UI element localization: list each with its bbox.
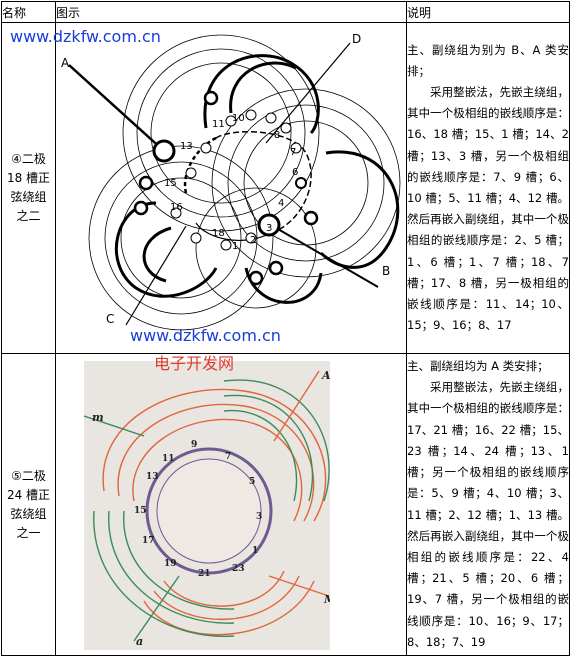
slot-label: 17 xyxy=(142,536,155,546)
label-b: B xyxy=(382,264,390,278)
winding-diagram-photo: A m M a 1 3 5 7 9 11 13 15 17 19 xyxy=(83,361,337,650)
label-a-lower: a xyxy=(136,635,143,648)
slot-label: 15 xyxy=(164,178,177,189)
slot-label: 11 xyxy=(212,119,225,130)
slot-label: 1 xyxy=(232,241,238,252)
label-d: D xyxy=(352,32,361,46)
header-row: 名称 图示 说明 xyxy=(1,1,570,23)
slot-label: 11 xyxy=(162,454,175,464)
slot-label: 13 xyxy=(146,472,159,482)
slot-label: 1 xyxy=(252,546,258,556)
slot-label: 5 xyxy=(249,477,255,487)
slot-label: 9 xyxy=(191,440,197,450)
slot-label: 21 xyxy=(198,569,211,579)
slot-label: 3 xyxy=(266,223,272,234)
slot-label: 7 xyxy=(225,452,231,462)
watermark: www.dzkfw.com.cn xyxy=(130,326,281,345)
table-row: ⑤二极 24 槽正 弦绕组 之一 xyxy=(1,326,570,656)
slot-label: 18 xyxy=(212,228,225,239)
slot-label: 15 xyxy=(134,506,147,516)
row-description: 主、副绕组为别为 B、A 类安排； 采用整嵌法，先嵌主绕组，其中一个极相组的嵌线… xyxy=(406,22,570,354)
header-figure: 图示 xyxy=(55,1,407,23)
slot-label: 23 xyxy=(232,564,245,574)
label-m-upper: M xyxy=(323,593,330,606)
winding-diagram-18-slot: A D B C 1 2 3 4 6 7 8 10 11 13 15 16 18 xyxy=(61,32,401,331)
slot-label: 2 xyxy=(250,235,256,246)
header-description: 说明 xyxy=(406,1,570,23)
row-name: ④二极 18 槽正 弦绕组 之二 xyxy=(1,22,56,354)
winding-diagram-24-slot: A m M a 1 3 5 7 9 11 13 15 17 19 xyxy=(83,369,337,648)
row-name: ⑤二极 24 槽正 弦绕组 之一 xyxy=(1,353,56,656)
label-a: A xyxy=(321,369,330,382)
slot-label: 19 xyxy=(164,559,177,569)
header-name: 名称 xyxy=(1,1,56,23)
slot-label: 10 xyxy=(232,113,245,124)
slot-label: 13 xyxy=(180,141,193,152)
watermark: www.dzkfw.com.cn xyxy=(10,27,161,46)
label-m-lower: m xyxy=(92,411,104,424)
label-a: A xyxy=(61,56,70,70)
slot-label: 6 xyxy=(292,167,298,178)
row-description: 主、副绕组均为 A 类安排； 采用整嵌法，先嵌主绕组，其中一个极相组的嵌线顺序是… xyxy=(406,353,570,656)
slot-label: 16 xyxy=(170,202,183,213)
winding-diagram-cell: A D B C 1 2 3 4 6 7 8 10 11 13 15 16 18 xyxy=(10,22,407,354)
table-row: ④二极 18 槽正 弦绕组 之二 xyxy=(1,22,570,354)
slot-label: 3 xyxy=(256,512,262,522)
watermark-cn: 电子开发网 xyxy=(154,354,235,373)
slot-label: 4 xyxy=(278,198,284,209)
slot-label: 8 xyxy=(274,130,280,141)
slot-label: 7 xyxy=(290,147,296,158)
winding-photo-cell: A m M a 1 3 5 7 9 11 13 15 17 19 xyxy=(55,326,407,656)
label-c: C xyxy=(106,312,114,326)
